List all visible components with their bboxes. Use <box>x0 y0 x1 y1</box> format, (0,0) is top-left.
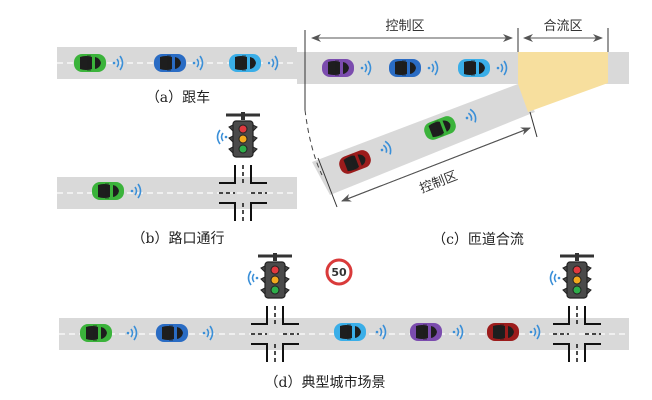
car-purple <box>322 59 354 77</box>
car-purple <box>410 323 442 341</box>
car-red <box>487 323 519 341</box>
car-blue <box>154 54 186 72</box>
car-green <box>92 182 124 200</box>
scene-c-ramp-merge: 控制区 合流区 控制区 （c）匝道合流 <box>297 19 629 248</box>
scene-a-car-following: （a）跟车 <box>57 47 297 106</box>
dimension-arrow <box>341 127 531 202</box>
wireless-signal-icon <box>216 129 229 145</box>
merge-zone-label: 合流区 <box>543 19 582 34</box>
car-green <box>80 324 112 342</box>
caption-a: （a）跟车 <box>146 89 210 106</box>
traffic-light-icon <box>558 251 596 300</box>
dimension-tick <box>317 157 338 208</box>
control-zone-label: 控制区 <box>385 19 424 34</box>
wireless-signal-icon <box>247 270 260 286</box>
ramp-road <box>312 84 535 195</box>
car-blue <box>156 324 188 342</box>
car-lightblue <box>229 54 261 72</box>
car-green <box>74 54 106 72</box>
traffic-light-icon <box>256 251 294 300</box>
merge-zone-area <box>518 52 608 112</box>
scene-d-urban: 50 （d）典型城市场景 <box>59 251 629 391</box>
ramp-control-zone-label: 控制区 <box>418 169 460 197</box>
speed-limit-value: 50 <box>331 266 347 279</box>
caption-d: （d）典型城市场景 <box>265 374 386 391</box>
car-blue <box>389 59 421 77</box>
scene-b-intersection: （b）路口通行 <box>57 110 297 247</box>
caption-b: （b）路口通行 <box>132 231 225 247</box>
speed-limit-ring <box>325 258 353 286</box>
wireless-signal-icon <box>549 270 562 286</box>
traffic-light-icon <box>224 110 262 159</box>
car-lightblue <box>458 59 490 77</box>
car-lightblue <box>334 323 366 341</box>
caption-c: （c）匝道合流 <box>432 232 524 248</box>
dimension-tick <box>529 111 538 138</box>
dashed-arc <box>304 109 323 176</box>
speed-limit-sign: 50 <box>325 258 353 286</box>
